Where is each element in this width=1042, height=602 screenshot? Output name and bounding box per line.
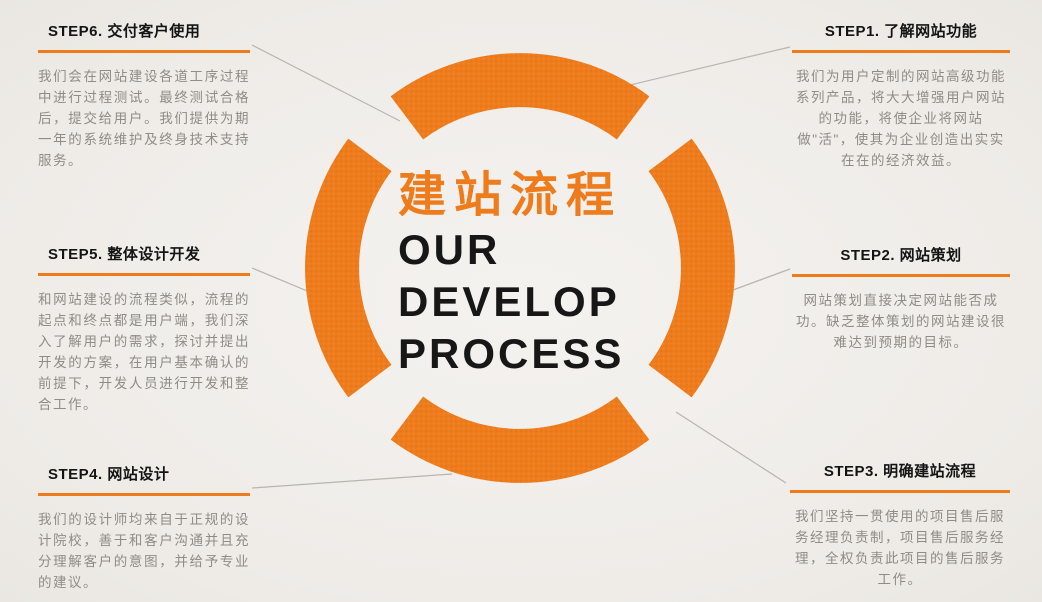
- step-block-step6: STEP6. 交付客户使用 我们会在网站建设各道工序过程中进行过程测试。最终测试…: [38, 20, 250, 171]
- step4-title: STEP4. 网站设计: [48, 466, 170, 483]
- step-block-step5: STEP5. 整体设计开发 和网站建设的流程类似，流程的起点和终点都是用户端，我…: [38, 243, 250, 415]
- center-title-en-line3: PROCESS: [398, 330, 625, 377]
- connector-line-step1: [629, 46, 791, 86]
- ring-segment-top: [390, 53, 650, 140]
- center-title-en-line2: DEVELOP: [398, 278, 620, 325]
- ring-segment-left: [305, 138, 392, 398]
- step5-body: 和网站建设的流程类似，流程的起点和终点都是用户端，我们深入了解用户的需求，探讨并…: [38, 292, 250, 412]
- step1-title: STEP1. 了解网站功能: [824, 23, 978, 40]
- step2-title: STEP2. 网站策划: [840, 247, 962, 264]
- step-block-step4: STEP4. 网站设计 我们的设计师均来自于正规的设计院校，善于和客户沟通并且充…: [38, 463, 250, 593]
- step-block-step1: STEP1. 了解网站功能 我们为用户定制的网站高级功能系列产品，将大大增强用户…: [792, 20, 1010, 171]
- step1-body: 我们为用户定制的网站高级功能系列产品，将大大增强用户网站的功能，将使企业将网站做…: [796, 69, 1006, 168]
- step3-body: 我们坚持一贯使用的项目售后服务经理负责制，项目售后服务经理，全权负责此项目的售后…: [795, 509, 1005, 587]
- step-block-step3: STEP3. 明确建站流程 我们坚持一贯使用的项目售后服务经理负责制，项目售后服…: [790, 460, 1010, 590]
- ring-segment-right: [648, 138, 735, 398]
- step-block-step2: STEP2. 网站策划 网站策划直接决定网站能否成功。缺乏整体策划的网站建设很难…: [792, 244, 1010, 353]
- center-title-block: 建站流程 OUR DEVELOP PROCESS: [398, 168, 624, 380]
- step3-underline: [790, 490, 1010, 493]
- step6-underline: [38, 50, 250, 53]
- step1-underline: [792, 50, 1010, 53]
- step6-body: 我们会在网站建设各道工序过程中进行过程测试。最终测试合格后，提交给用户。我们提供…: [38, 69, 250, 168]
- ring-segment-bottom: [390, 396, 650, 483]
- step4-body: 我们的设计师均来自于正规的设计院校，善于和客户沟通并且充分理解客户的意图，并给予…: [38, 512, 250, 590]
- step4-underline: [38, 493, 250, 496]
- step2-body: 网站策划直接决定网站能否成功。缺乏整体策划的网站建设很难达到预期的目标。: [796, 293, 1006, 350]
- step6-title: STEP6. 交付客户使用: [48, 23, 201, 40]
- center-title-cn: 建站流程: [398, 169, 623, 222]
- step5-title: STEP5. 整体设计开发: [48, 246, 201, 263]
- connector-line-step3: [675, 411, 787, 484]
- step2-underline: [792, 274, 1010, 277]
- connector-line-step4: [251, 473, 453, 489]
- connector-line-step6: [251, 44, 401, 122]
- center-title-en-line1: OUR: [398, 226, 501, 273]
- step3-title: STEP3. 明确建站流程: [823, 463, 977, 480]
- step5-underline: [38, 273, 250, 276]
